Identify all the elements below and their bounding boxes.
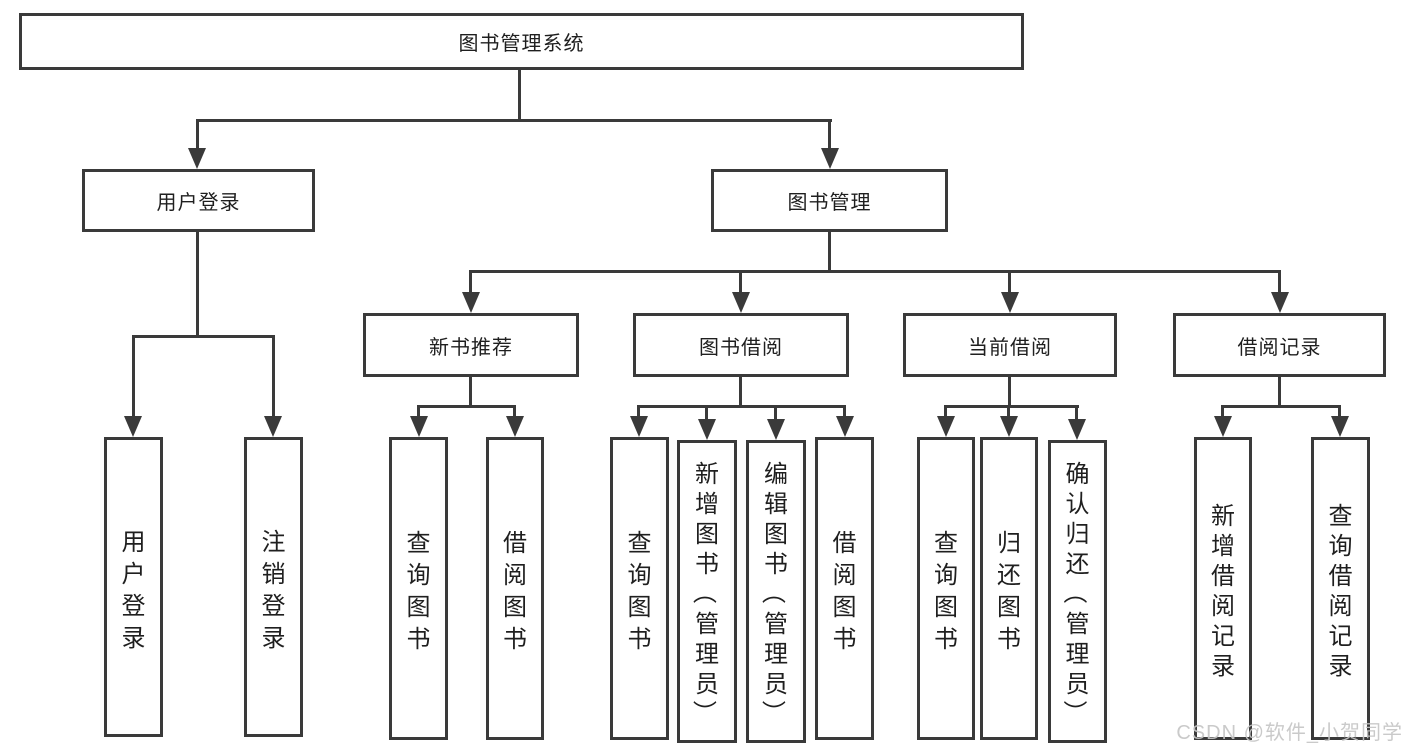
node-borrow-records: 借阅记录 — [1173, 313, 1386, 377]
leaf-borrow-books-1: 借阅图书 — [486, 437, 544, 740]
arrowhead-icon — [1068, 419, 1086, 440]
leaf-user-login: 用户登录 — [104, 437, 163, 737]
arrowhead-icon — [698, 419, 716, 440]
leaf-query-borrow-record: 查询借阅记录 — [1311, 437, 1370, 740]
leaf-add-borrow-record-label: 新增借阅记录 — [1211, 503, 1235, 680]
connector-line — [1221, 405, 1341, 408]
leaf-logout: 注销登录 — [244, 437, 303, 737]
arrowhead-icon — [821, 148, 839, 169]
leaf-borrow-books-2-label: 借阅图书 — [832, 530, 857, 653]
arrowhead-icon — [937, 416, 955, 437]
connector-line — [132, 335, 135, 419]
leaf-user-login-label: 用户登录 — [121, 528, 146, 652]
connector-line — [469, 270, 1281, 273]
node-book-management-label: 图书管理 — [787, 192, 872, 214]
leaf-query-books-2-label: 查询图书 — [627, 530, 652, 653]
arrowhead-icon — [188, 148, 206, 169]
connector-line — [1278, 377, 1281, 406]
leaf-borrow-books-2: 借阅图书 — [815, 437, 874, 740]
connector-line — [774, 405, 777, 422]
leaf-edit-book-admin: 编辑图书（管理员） — [746, 440, 806, 743]
connector-line — [739, 377, 742, 406]
connector-line — [513, 405, 516, 419]
leaf-query-books-2: 查询图书 — [610, 437, 669, 740]
arrowhead-icon — [506, 416, 524, 437]
connector-line — [132, 335, 275, 338]
node-book-management: 图书管理 — [711, 169, 948, 232]
node-user-login-label: 用户登录 — [156, 192, 241, 214]
node-current-borrow-label: 当前借阅 — [968, 336, 1052, 359]
arrowhead-icon — [410, 416, 428, 437]
connector-line — [196, 119, 199, 152]
leaf-query-books-3-label: 查询图书 — [934, 530, 958, 653]
leaf-logout-label: 注销登录 — [261, 528, 286, 652]
arrowhead-icon — [732, 292, 750, 313]
connector-line — [417, 405, 420, 419]
leaf-query-books-1: 查询图书 — [389, 437, 448, 740]
arrowhead-icon — [1000, 416, 1018, 437]
leaf-edit-book-admin-label: 编辑图书（管理员） — [759, 461, 789, 724]
connector-line — [843, 405, 846, 419]
node-new-book-recommend: 新书推荐 — [363, 313, 579, 377]
connector-line — [637, 405, 640, 419]
connector-line — [469, 377, 472, 406]
node-current-borrow: 当前借阅 — [903, 313, 1117, 377]
leaf-add-book-admin: 新增图书（管理员） — [677, 440, 737, 743]
leaf-query-books-1-label: 查询图书 — [406, 530, 431, 653]
leaf-add-book-admin-label: 新增图书（管理员） — [690, 461, 720, 724]
leaf-add-borrow-record: 新增借阅记录 — [1194, 437, 1252, 740]
leaf-confirm-return-admin: 确认归还（管理员） — [1048, 440, 1107, 743]
node-book-borrow-label: 图书借阅 — [699, 336, 783, 359]
leaf-confirm-return-admin-label: 确认归还（管理员） — [1061, 461, 1090, 724]
connector-line — [739, 270, 742, 295]
arrowhead-icon — [264, 416, 282, 437]
connector-line — [705, 405, 708, 422]
connector-line — [1221, 405, 1224, 419]
leaf-return-book-label: 归还图书 — [997, 530, 1021, 653]
node-borrow-records-label: 借阅记录 — [1237, 336, 1322, 359]
leaf-borrow-books-1-label: 借阅图书 — [503, 530, 527, 653]
connector-line — [272, 335, 275, 419]
connector-line — [1008, 377, 1011, 406]
connector-line — [196, 232, 199, 336]
connector-line — [196, 119, 832, 122]
connector-line — [1338, 405, 1341, 419]
node-user-login: 用户登录 — [82, 169, 315, 232]
arrowhead-icon — [1001, 292, 1019, 313]
arrowhead-icon — [1331, 416, 1349, 437]
arrowhead-icon — [1271, 292, 1289, 313]
node-new-book-recommend-label: 新书推荐 — [429, 336, 513, 359]
leaf-return-book: 归还图书 — [980, 437, 1038, 740]
connector-line — [1007, 405, 1010, 419]
connector-line — [944, 405, 1079, 408]
arrowhead-icon — [124, 416, 142, 437]
connector-line — [518, 70, 521, 119]
node-root-label: 图书管理系统 — [458, 33, 585, 55]
leaf-query-borrow-record-label: 查询借阅记录 — [1328, 503, 1353, 680]
connector-line — [637, 405, 846, 408]
connector-line — [828, 119, 831, 152]
connector-line — [417, 405, 516, 408]
connector-line — [1075, 405, 1078, 422]
arrowhead-icon — [836, 416, 854, 437]
node-root: 图书管理系统 — [19, 13, 1024, 70]
connector-line — [1278, 270, 1281, 295]
arrowhead-icon — [1214, 416, 1232, 437]
node-book-borrow: 图书借阅 — [633, 313, 849, 377]
connector-line — [469, 270, 472, 295]
connector-line — [828, 232, 831, 271]
arrowhead-icon — [462, 292, 480, 313]
watermark: CSDN @软件_小贺同学 — [1176, 722, 1403, 744]
connector-line — [944, 405, 947, 419]
arrowhead-icon — [767, 419, 785, 440]
connector-line — [1008, 270, 1011, 295]
arrowhead-icon — [630, 416, 648, 437]
leaf-query-books-3: 查询图书 — [917, 437, 975, 740]
